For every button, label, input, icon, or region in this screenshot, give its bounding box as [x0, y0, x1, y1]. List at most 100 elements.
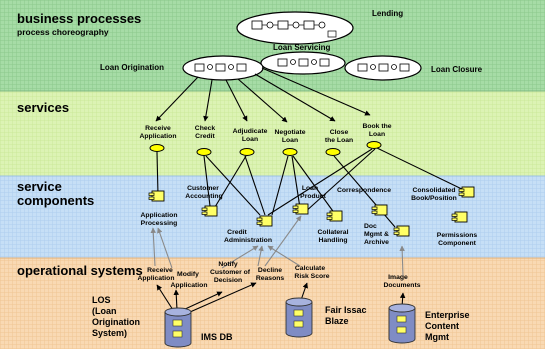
service-label-line2: Credit	[195, 133, 215, 140]
service-label-line2: Loan	[242, 136, 258, 143]
business-layer-subtitle: process choreography	[17, 27, 109, 37]
process-servicing	[260, 51, 346, 75]
component-application-processing: Application Processing	[140, 190, 178, 227]
process-flow-icon	[357, 63, 410, 72]
operation-label-line1: Image	[388, 274, 408, 281]
service-label-line1: Book the	[362, 123, 391, 130]
system-ecm-label-line2: Content	[425, 321, 459, 331]
operation-calculate-risk-score: Calculate Risk Score	[294, 265, 329, 280]
operation-label-line1: Receive	[147, 267, 173, 274]
component-label-line2: Mgmt &	[364, 231, 389, 238]
system-fair-isaac-label-line1: Fair Issac	[325, 305, 367, 315]
service-label-line2: Application	[139, 133, 176, 140]
component-label-line2: Accounting	[185, 193, 222, 200]
component-label-line2: Component	[438, 240, 476, 247]
operation-label-line2: Application	[170, 282, 207, 289]
component-collateral-handling: Collateral Handling	[318, 210, 349, 244]
process-closure-label: Loan Closure	[431, 65, 483, 74]
component-label-line1: Correspondence	[337, 187, 391, 194]
service-adjudicate-loan: Adjudicate Loan	[233, 128, 268, 156]
operation-label-line2: Reasons	[256, 275, 285, 282]
business-layer-title: business processes	[17, 11, 141, 26]
origination-to-services-arrows	[155, 67, 371, 123]
operation-label-line3: Decision	[214, 277, 242, 284]
system-label-line1: LOS	[92, 295, 111, 305]
component-label-line2: Processing	[141, 220, 178, 227]
service-check-credit: Check Credit	[195, 125, 216, 156]
system-label-line2: (Loan	[92, 306, 117, 316]
component-consolidated-book-position: Consolidated Book/Position	[411, 186, 475, 202]
component-credit-administration: Credit Administration	[224, 215, 273, 244]
service-label-line1: Receive	[145, 125, 171, 132]
component-label-line2: Product	[300, 193, 326, 200]
operation-to-component-arrows	[150, 215, 405, 277]
system-label-line3: Origination	[92, 317, 140, 327]
component-label-line1: Credit	[227, 229, 247, 236]
operation-label-line2: Application	[137, 275, 174, 282]
system-ecm-label-line1: Enterprise	[425, 310, 470, 320]
service-label-line1: Negotiate	[275, 129, 306, 136]
components-layer-band	[0, 176, 545, 258]
system-ecm-label-line3: Mgmt	[425, 332, 449, 342]
components-layer-title-line2: components	[17, 193, 94, 208]
system-fair-isaac-label-line2: Blaze	[325, 316, 349, 326]
operation-modify-application: Modify Application	[170, 271, 207, 289]
component-label-line1: Consolidated	[412, 187, 455, 194]
service-receive-application: Receive Application	[139, 125, 177, 152]
service-label-line2: the Loan	[325, 137, 353, 144]
components-layer-title-line1: service	[17, 179, 62, 194]
component-label-line2: Handling	[318, 237, 347, 244]
database-fair-isaac-icon	[285, 297, 313, 338]
operational-layer-band	[0, 258, 545, 349]
process-servicing-label: Loan Servicing	[273, 43, 330, 52]
operation-image-documents: Image Documents	[383, 274, 420, 289]
process-origination-label: Loan Origination	[100, 63, 164, 72]
component-label-line2: Book/Position	[411, 195, 457, 202]
component-label-line1: Customer	[187, 185, 219, 192]
component-label-line2: Administration	[224, 237, 272, 244]
operation-label-line1: Modify	[177, 271, 199, 278]
services-layer-band	[0, 91, 545, 176]
process-closure	[344, 55, 422, 81]
operational-layer-title: operational systems	[17, 263, 143, 278]
process-origination	[182, 55, 264, 81]
process-flow-icon	[194, 63, 247, 72]
component-label-line1: Permissions	[437, 232, 478, 239]
process-flow-icon	[277, 58, 330, 67]
component-label-line1: Doc	[364, 223, 377, 230]
process-flow-icon	[251, 20, 337, 38]
process-lending-label: Lending	[372, 9, 403, 18]
database-ims-icon	[164, 307, 192, 348]
component-correspondence: Correspondence	[337, 187, 391, 216]
operation-decline-reasons: Decline Reasons	[256, 267, 285, 282]
component-label-line3: Archive	[364, 239, 389, 246]
system-ims-label: IMS DB	[201, 332, 233, 342]
operation-label-line2: Documents	[383, 282, 420, 289]
component-label-line1: Application	[140, 212, 177, 219]
operation-label-line2: Customer of	[210, 269, 251, 276]
operation-label-line1: Decline	[258, 267, 282, 274]
operation-receive-application: Receive Application	[137, 267, 174, 282]
component-to-service-links	[156, 147, 469, 228]
component-label-line1: Loan	[302, 185, 318, 192]
system-los: LOS (Loan Origination System)	[92, 295, 140, 338]
component-doc-mgmt-archive: Doc Mgmt & Archive	[364, 223, 410, 246]
service-label-line1: Adjudicate	[233, 128, 268, 135]
operation-label-line1: Notify	[218, 261, 237, 268]
service-label-line2: Loan	[282, 137, 298, 144]
services-layer-title: services	[17, 100, 69, 115]
operation-label-line2: Risk Score	[294, 273, 329, 280]
system-label-line4: System)	[92, 328, 127, 338]
service-book-the-loan: Book the Loan	[362, 123, 392, 149]
component-permissions: Permissions Component	[437, 211, 478, 247]
operation-notify-customer: Notify Customer of Decision	[210, 261, 251, 284]
database-ecm-icon	[388, 303, 416, 344]
operation-label-line1: Calculate	[295, 265, 325, 272]
component-loan-product: Loan Product	[292, 185, 327, 215]
service-label-line1: Check	[195, 125, 216, 132]
process-lending	[236, 11, 354, 45]
service-negotiate-loan: Negotiate Loan	[275, 129, 306, 156]
component-label-line1: Collateral	[318, 229, 349, 236]
service-label-line2: Loan	[369, 131, 385, 138]
